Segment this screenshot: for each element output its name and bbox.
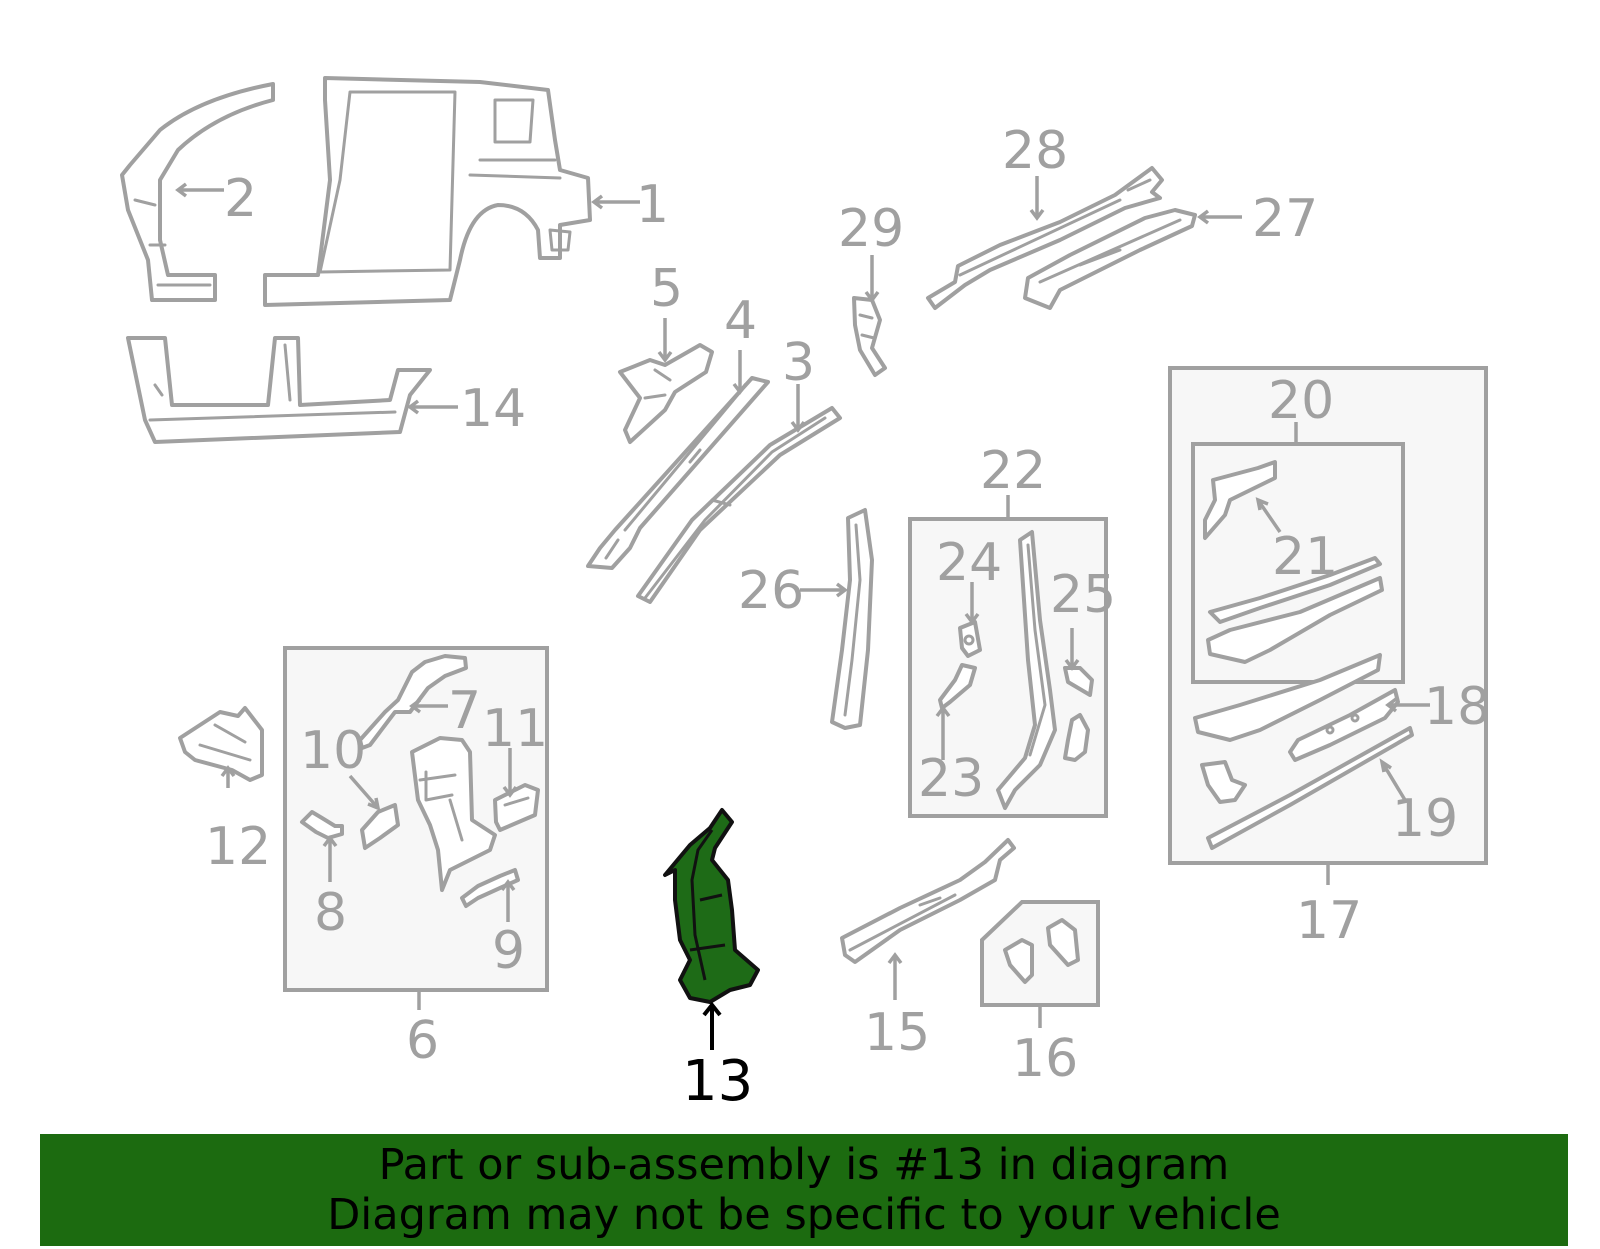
- label-27: 27: [1252, 189, 1318, 249]
- label-8: 8: [314, 883, 347, 943]
- part-24[interactable]: [958, 620, 982, 658]
- part-10[interactable]: [360, 803, 400, 850]
- label-22: 22: [980, 441, 1046, 501]
- part-5[interactable]: [618, 343, 714, 444]
- part-27[interactable]: [1023, 208, 1197, 310]
- label-23: 23: [918, 749, 984, 809]
- part-13-highlighted[interactable]: [663, 808, 760, 1004]
- part-8[interactable]: [300, 810, 344, 840]
- label-20: 20: [1268, 371, 1334, 431]
- info-banner: Part or sub-assembly is #13 in diagram D…: [40, 1134, 1568, 1246]
- part-2[interactable]: [120, 82, 275, 302]
- label-25: 25: [1050, 565, 1116, 625]
- label-6: 6: [406, 1011, 439, 1071]
- part-7[interactable]: [358, 654, 468, 750]
- label-15: 15: [864, 1003, 930, 1063]
- label-24: 24: [936, 533, 1002, 593]
- leader-arrows: [175, 176, 1430, 1050]
- part-14[interactable]: [126, 336, 432, 444]
- part-16a[interactable]: [1003, 938, 1034, 984]
- part-21[interactable]: [1203, 460, 1277, 540]
- part-15[interactable]: [840, 838, 1016, 964]
- part-19[interactable]: [1206, 726, 1414, 850]
- part-26[interactable]: [830, 508, 874, 730]
- part-9[interactable]: [460, 868, 520, 908]
- part-11[interactable]: [493, 783, 540, 832]
- part-17b[interactable]: [1200, 760, 1247, 804]
- label-29: 29: [838, 199, 904, 259]
- label-1: 1: [636, 175, 669, 235]
- part-main-6[interactable]: [410, 736, 497, 892]
- part-20b[interactable]: [1206, 576, 1384, 664]
- group-box-16: [980, 900, 1100, 1028]
- label-14: 14: [460, 379, 526, 439]
- label-18: 18: [1424, 677, 1490, 737]
- label-4: 4: [724, 291, 757, 351]
- banner-line-2: Diagram may not be specific to your vehi…: [327, 1190, 1281, 1240]
- label-16: 16: [1012, 1029, 1078, 1089]
- label-7: 7: [448, 681, 481, 741]
- label-5: 5: [650, 259, 683, 319]
- part-25[interactable]: [1063, 666, 1094, 697]
- part-17a[interactable]: [1193, 653, 1382, 742]
- part-4[interactable]: [586, 376, 770, 570]
- banner-line-1: Part or sub-assembly is #13 in diagram: [378, 1140, 1230, 1190]
- label-10: 10: [300, 721, 366, 781]
- label-2: 2: [224, 169, 257, 229]
- label-11: 11: [482, 699, 548, 759]
- part-3[interactable]: [636, 406, 842, 604]
- label-21: 21: [1272, 527, 1338, 587]
- part-18[interactable]: [1288, 688, 1400, 762]
- label-9: 9: [492, 921, 525, 981]
- part-29[interactable]: [852, 296, 887, 377]
- label-28: 28: [1002, 121, 1068, 181]
- part-22-pillar[interactable]: [996, 530, 1057, 810]
- part-25b[interactable]: [1063, 713, 1090, 762]
- part-28[interactable]: [926, 166, 1164, 310]
- label-13-highlighted: 13: [682, 1049, 753, 1114]
- part-12[interactable]: [178, 706, 264, 782]
- label-17: 17: [1296, 891, 1362, 951]
- label-12: 12: [205, 817, 271, 877]
- part-16b[interactable]: [1046, 918, 1080, 967]
- label-26: 26: [738, 561, 804, 621]
- label-3: 3: [782, 333, 815, 393]
- part-20a[interactable]: [1208, 556, 1382, 624]
- part-1[interactable]: [263, 76, 592, 307]
- label-19: 19: [1392, 789, 1458, 849]
- callout-labels: 2 1 14 5 4 3 29 28 27 26 22 24 25 23 20 …: [205, 121, 1490, 1114]
